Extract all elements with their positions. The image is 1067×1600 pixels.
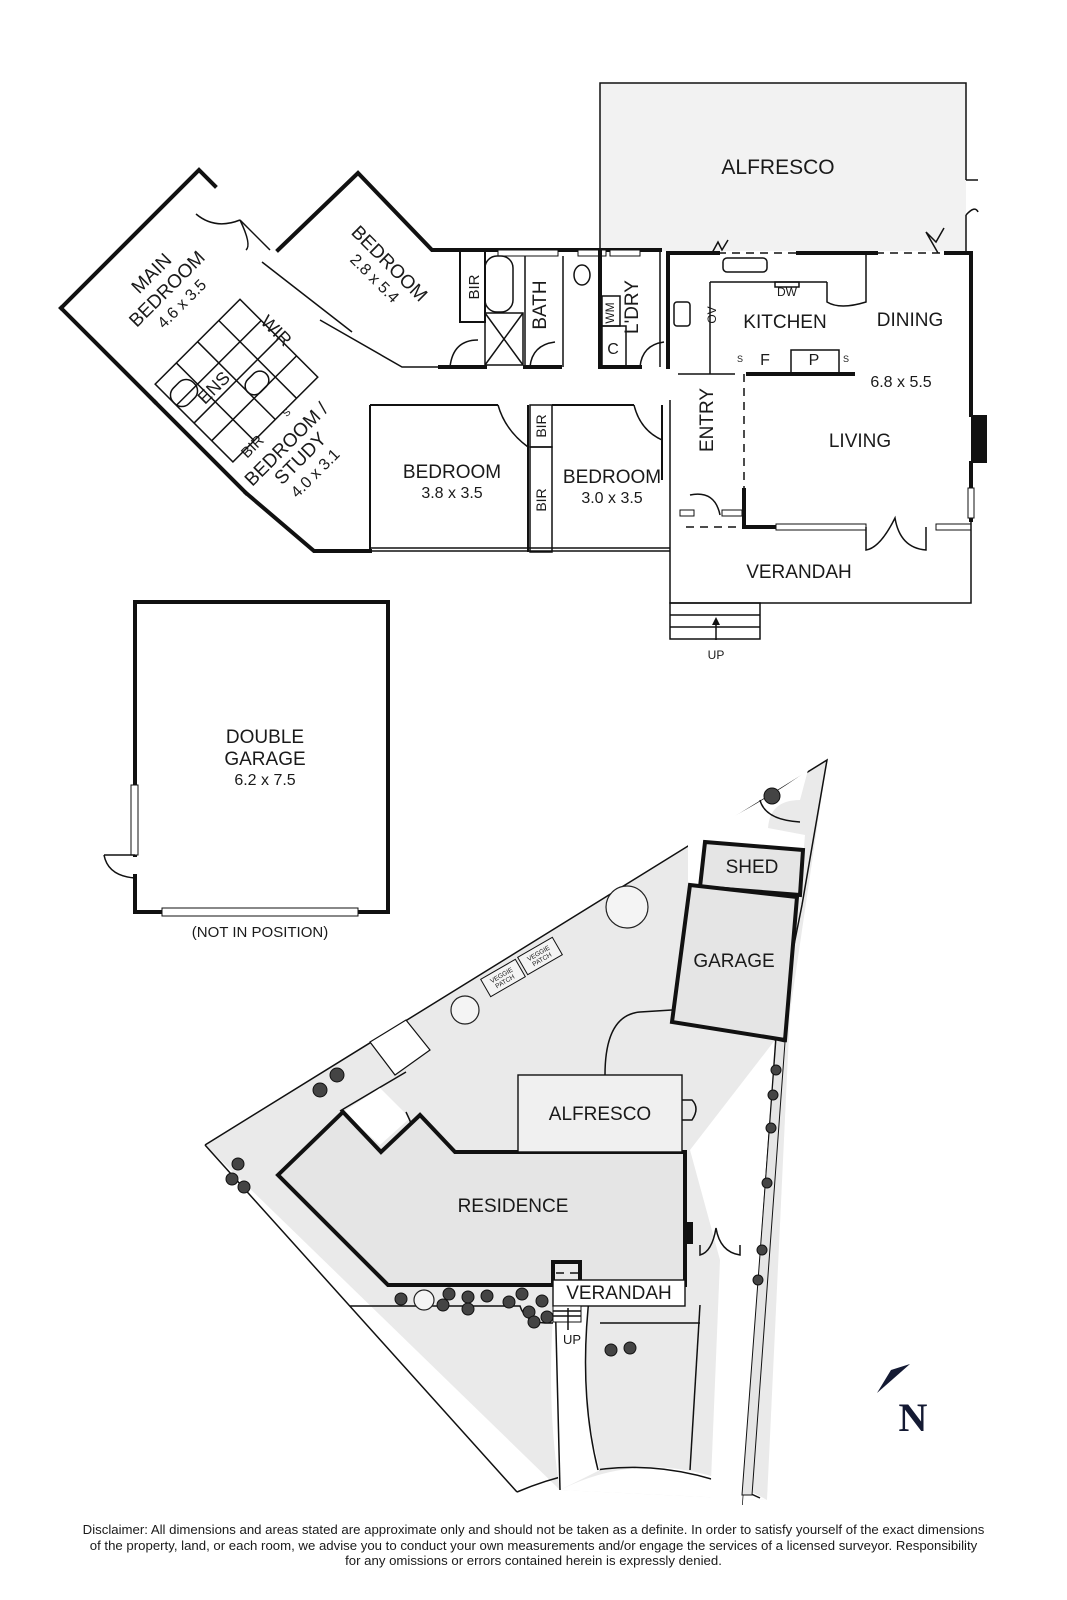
- garage-position-note: (NOT IN POSITION): [192, 924, 328, 941]
- room-label-bedroom-4: BEDROOM: [563, 467, 661, 488]
- room-label-main-bedroom: MAIN BEDROOM 4.6 x 3.5: [125, 247, 210, 332]
- room-label-entry: ENTRY: [697, 388, 718, 452]
- room-label-ldry: L'DRY: [622, 280, 643, 334]
- room-label-living: LIVING: [829, 431, 891, 452]
- kitchen-label-s1: S: [737, 354, 743, 364]
- kitchen-label-p: P: [809, 352, 820, 369]
- verandah-outline: [669, 520, 972, 640]
- site-label-shed: SHED: [726, 857, 779, 878]
- north-label: N: [899, 1395, 928, 1440]
- site-label-alfresco: ALFRESCO: [549, 1104, 651, 1125]
- kitchen-label-f: F: [760, 352, 770, 369]
- room-dims-bedroom-4: 3.0 x 3.5: [581, 490, 642, 507]
- room-label-wm: WM: [603, 302, 617, 323]
- room-label-bath: BATH: [530, 280, 551, 329]
- tree-icon: [763, 787, 781, 805]
- room-label-wir: WIR: [257, 311, 296, 350]
- room-dims-bedroom-3: 3.8 x 3.5: [421, 485, 482, 502]
- room-label-kitchen: KITCHEN: [743, 312, 826, 333]
- garage-label-line2: GARAGE: [224, 749, 305, 770]
- room-label-bedroom-3: BEDROOM: [403, 462, 501, 483]
- garage-label-line1: DOUBLE: [226, 727, 304, 748]
- site-plan: VEGGIE PATCH VEGGIE PATCH SHED GAR: [204, 758, 829, 1506]
- disclaimer-line-1: Disclaimer: All dimensions and areas sta…: [82, 1522, 985, 1537]
- room-label-c: C: [607, 341, 619, 358]
- alfresco-area: [599, 82, 979, 251]
- living-dimensions: 6.8 x 5.5: [870, 374, 931, 391]
- site-label-verandah: VERANDAH: [566, 1283, 672, 1304]
- tree-icon: [450, 995, 480, 1025]
- kitchen-label-s2: S: [843, 354, 849, 364]
- room-label-bir-b3b: BIR: [533, 488, 549, 511]
- disclaimer-line-3: for any omissions or errors contained he…: [345, 1553, 722, 1568]
- shrub-icons: [225, 1064, 782, 1357]
- north-arrow-icon: [877, 1364, 910, 1393]
- garage-dimensions: 6.2 x 7.5: [234, 772, 295, 789]
- appliance-label-dw: DW: [777, 285, 798, 299]
- disclaimer-line-2: of the property, land, or each room, we …: [89, 1537, 978, 1553]
- north-arrow: N: [877, 1364, 928, 1440]
- disclaimer: Disclaimer: All dimensions and areas sta…: [20, 1522, 1047, 1569]
- site-label-up: UP: [563, 1332, 581, 1347]
- site-label-residence: RESIDENCE: [458, 1196, 569, 1217]
- kitchen-living-walls: [666, 227, 987, 555]
- room-label-bir-b3a: BIR: [533, 414, 549, 437]
- room-label-ens-s: S: [281, 407, 294, 420]
- stairs-label-up: UP: [708, 648, 725, 662]
- room-label-ens: ENS: [194, 368, 234, 408]
- ensuite-block: [154, 298, 319, 463]
- floor-plan-drawing: ALFRESCO MAIN BEDROOM 4.6 x 3.5 BEDROOM …: [58, 82, 987, 1506]
- room-label-verandah: VERANDAH: [746, 562, 852, 583]
- double-garage: DOUBLE GARAGE 6.2 x 7.5 (NOT IN POSITION…: [103, 600, 390, 941]
- tree-icon: [605, 885, 649, 929]
- bedrooms-3-4-walls: [314, 404, 670, 553]
- appliance-label-ov: OV: [705, 306, 719, 323]
- room-label-dining: DINING: [877, 310, 944, 331]
- bathroom-block: [438, 248, 665, 369]
- room-label-bir-hall: BIR: [466, 274, 483, 299]
- room-label-bedroom-study: BEDROOM / STUDY 4.0 x 3.1: [241, 398, 344, 501]
- room-label-bedroom-2: BEDROOM 2.8 x 5.4: [346, 222, 431, 307]
- site-label-garage: GARAGE: [693, 951, 774, 972]
- tree-icon: [413, 1289, 435, 1311]
- room-label-alfresco: ALFRESCO: [721, 156, 834, 179]
